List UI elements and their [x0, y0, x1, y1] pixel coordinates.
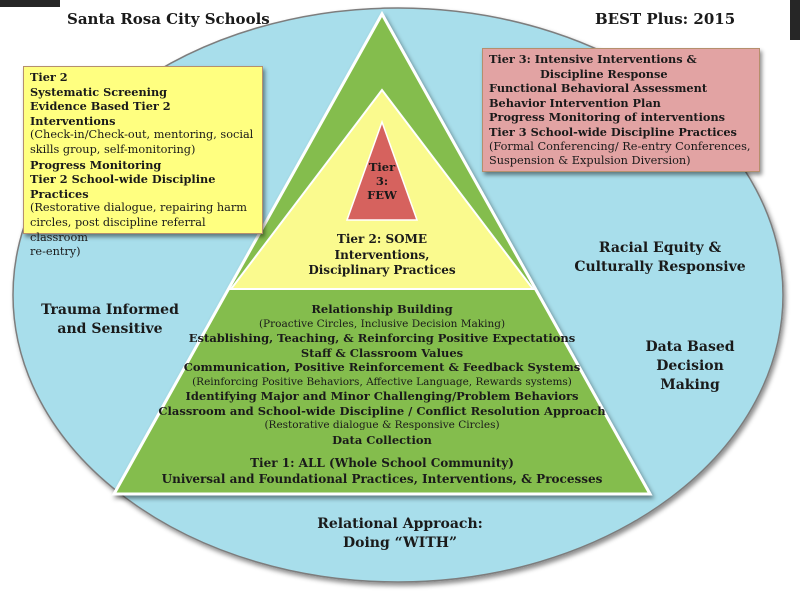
callout-line: Tier 2: [30, 70, 68, 84]
callout-line: Tier 3 School-wide Discipline Practices: [489, 124, 737, 139]
callout-line: Functional Behavioral Assessment: [489, 81, 708, 96]
callout-line: Tier 2 School-wide Discipline: [30, 172, 216, 187]
practice-line: Data Collection: [332, 432, 432, 447]
callout-line: Progress Monitoring of interventions: [489, 110, 726, 125]
racial-equity-label: Racial Equity &Culturally Responsive: [574, 240, 746, 275]
callout-line: (Restorative dialogue, repairing harm: [30, 201, 247, 215]
callout-line: skills group, self-monitoring): [30, 142, 196, 156]
callout-line: Practices: [30, 186, 89, 201]
relational-approach-label: Relational Approach:Doing “WITH”: [317, 516, 483, 551]
callout-line: Systematic Screening: [30, 84, 168, 99]
practice-line: (Proactive Circles, Inclusive Decision M…: [258, 317, 506, 330]
callout-line: circles, post discipline referral classr…: [30, 215, 206, 244]
callout-line: Progress Monitoring: [30, 157, 162, 172]
program-title: BEST Plus: 2015: [595, 10, 736, 28]
callout-line: Discipline Response: [540, 66, 668, 81]
callout-line: (Formal Conferencing/ Re-entry Conferenc…: [489, 139, 751, 153]
tier3-callout-box: Tier 3: Intensive Interventions &Discipl…: [482, 48, 760, 172]
practice-line: Communication, Positive Reinforcement & …: [183, 360, 581, 374]
practice-line: Staff & Classroom Values: [300, 345, 464, 360]
practice-line: Establishing, Teaching, & Reinforcing Po…: [188, 331, 576, 345]
practice-line: Classroom and School-wide Discipline / C…: [158, 403, 606, 418]
tier1-practices-list: Relationship Building (Proactive Circles…: [132, 302, 632, 447]
practice-line: Identifying Major and Minor Challenging/…: [185, 389, 579, 403]
practice-line: (Restorative dialogue & Responsive Circl…: [264, 419, 500, 431]
callout-line: (Check-in/Check-out, mentoring, social: [30, 128, 254, 142]
tier1-title: Tier 1: ALL (Whole School Community) Uni…: [161, 456, 603, 486]
callout-line: Suspension & Expulsion Diversion): [489, 154, 691, 168]
frame-corner-top-left: [0, 0, 60, 7]
callout-line: Tier 3: Intensive Interventions &: [489, 52, 697, 66]
frame-corner-top-right: [790, 0, 800, 40]
district-title: Santa Rosa City Schools: [67, 10, 270, 28]
callout-line: Behavior Intervention Plan: [489, 95, 661, 110]
practice-line: (Reinforcing Positive Behaviors, Affecti…: [192, 375, 572, 388]
callout-line: Evidence Based Tier 2 Interventions: [30, 99, 171, 128]
practice-line: Relationship Building: [311, 302, 453, 316]
callout-line: re-entry): [30, 245, 81, 259]
tier3-triangle: [345, 119, 419, 221]
